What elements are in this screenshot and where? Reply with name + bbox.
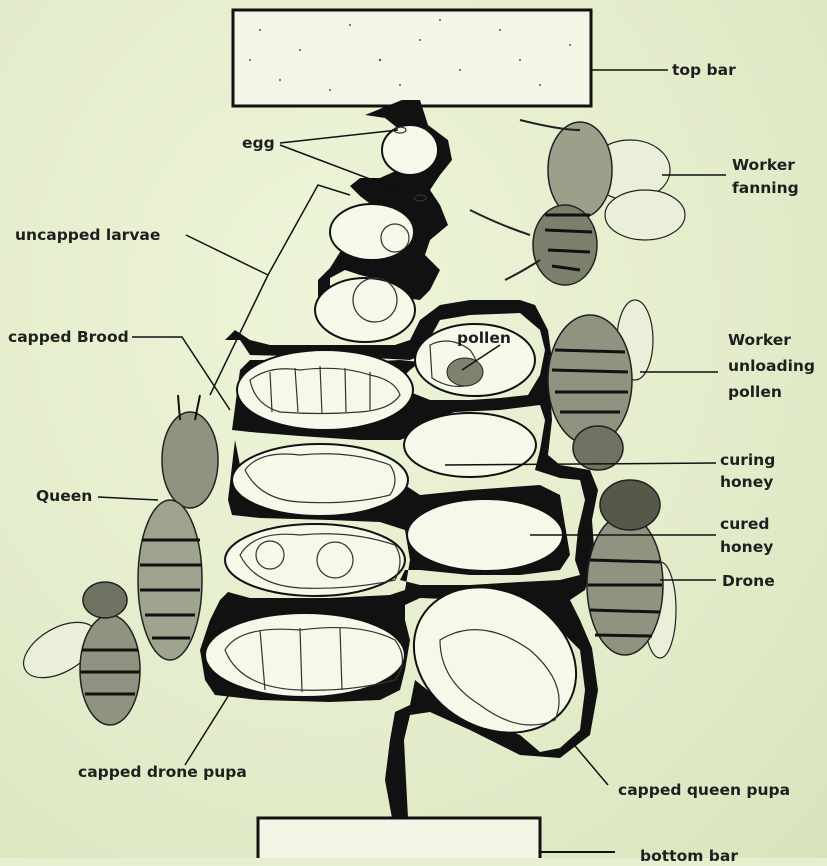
label-worker-unloading-2: unloading	[728, 356, 815, 376]
label-capped-queen-pupa: capped queen pupa	[618, 780, 790, 800]
label-worker-fanning-2: fanning	[732, 178, 799, 198]
top-bar	[233, 10, 591, 106]
label-cured-honey-2: honey	[720, 537, 773, 557]
label-worker-unloading-3: pollen	[728, 382, 782, 402]
bee-drone	[587, 480, 676, 658]
label-queen: Queen	[36, 486, 92, 506]
label-curing-honey-1: curing	[720, 450, 775, 470]
label-worker-fanning-1: Worker	[732, 155, 795, 175]
label-top-bar: top bar	[672, 60, 736, 80]
bee-queen	[138, 395, 218, 660]
label-uncapped-larvae: uncapped larvae	[15, 225, 160, 245]
label-curing-honey-2: honey	[720, 472, 773, 492]
label-egg: egg	[242, 133, 275, 153]
label-capped-brood: capped Brood	[8, 327, 129, 347]
label-cured-honey-1: cured	[720, 514, 769, 534]
label-pollen: pollen	[457, 328, 511, 348]
label-bottom-bar: bottom bar	[640, 846, 738, 866]
label-capped-drone-pupa: capped drone pupa	[78, 762, 247, 782]
label-drone: Drone	[722, 571, 775, 591]
bee-worker-fanning	[470, 120, 685, 285]
bee-worker-bottom-left	[14, 582, 140, 725]
bottom-bar	[258, 818, 615, 858]
label-worker-unloading-1: Worker	[728, 330, 791, 350]
